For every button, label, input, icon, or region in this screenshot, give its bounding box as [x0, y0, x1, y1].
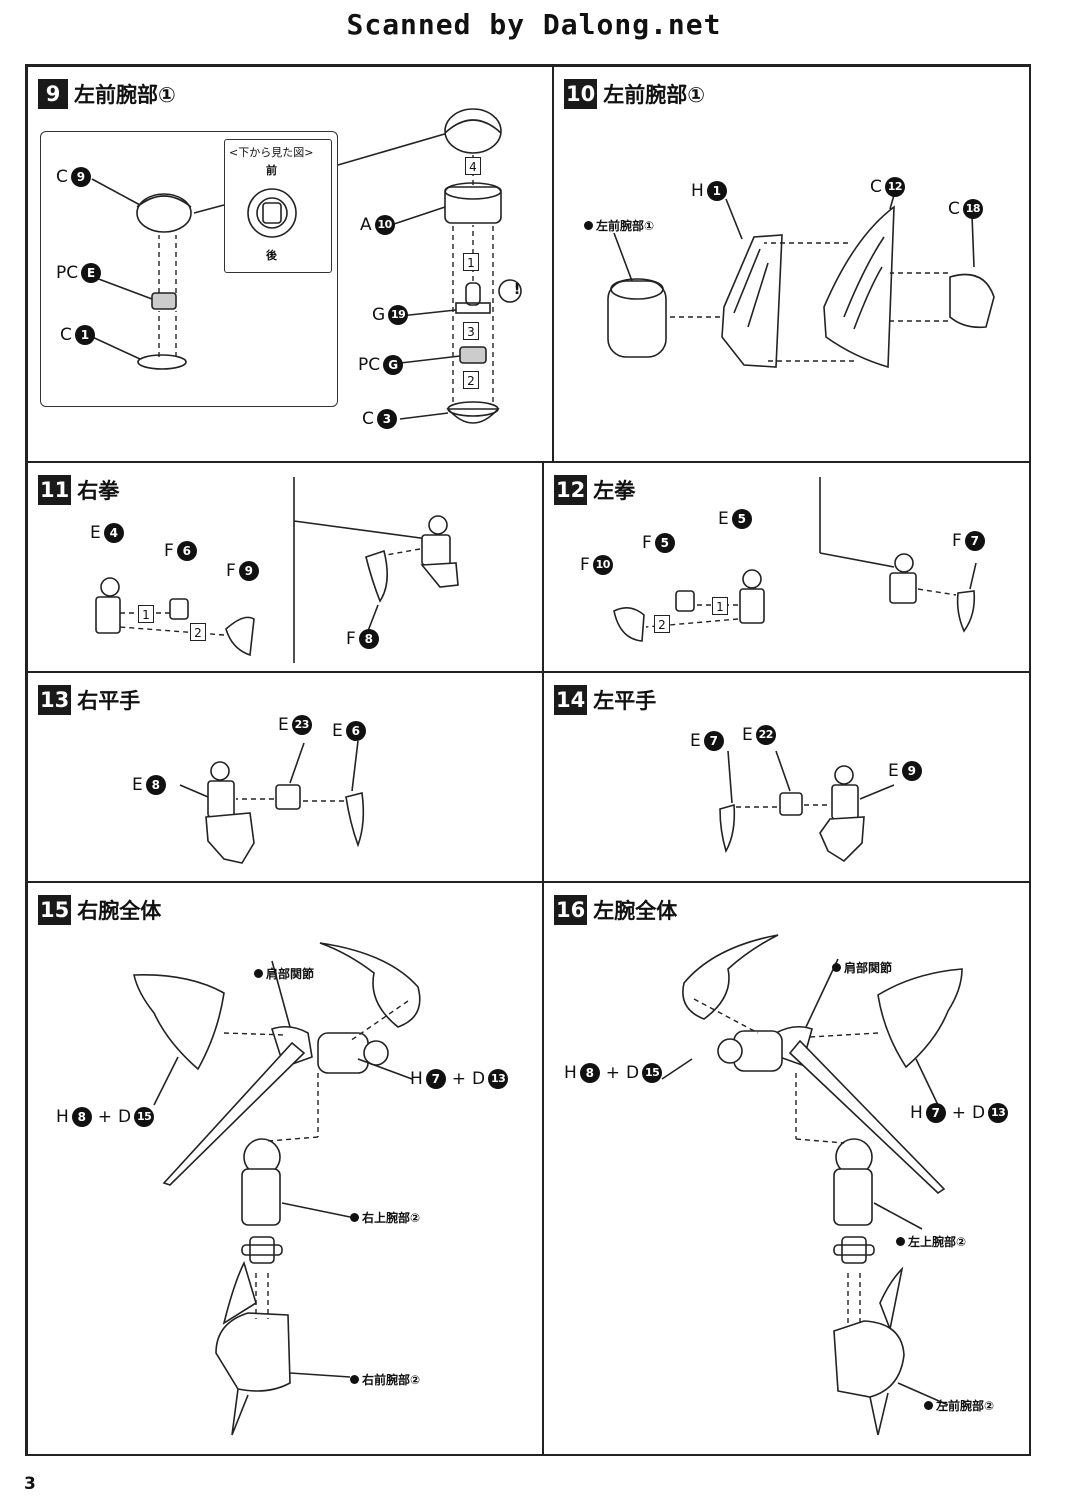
section-11-drawing — [95, 477, 459, 663]
caution-icon: ! — [513, 280, 521, 298]
section-10-drawing — [607, 194, 995, 369]
section-11-title: 11 右拳 — [38, 475, 119, 505]
step-order-badge: 1 — [463, 253, 479, 271]
step-title: 右平手 — [77, 689, 141, 713]
assembly-ref-note: 肩部関節 — [832, 959, 892, 976]
assembly-ref-note: 左前腕部① — [584, 217, 654, 234]
step-number: 15 — [38, 895, 72, 925]
section-16: 16 左腕全体 — [543, 882, 1031, 1456]
section-13-drawing — [179, 740, 365, 864]
section-15-drawing — [133, 942, 421, 1436]
step-title: 右拳 — [77, 479, 120, 503]
section-9-title: 9 左前腕部① — [38, 79, 176, 109]
step-title: 右腕全体 — [77, 899, 162, 923]
step-title: 左拳 — [593, 479, 636, 503]
section-9-drawing — [87, 108, 522, 424]
back-label: 後 — [266, 249, 277, 262]
step-order-badge: 4 — [465, 157, 481, 175]
section-15: 15 右腕全体 — [27, 882, 543, 1456]
step-order-badge: 2 — [654, 615, 670, 633]
page-number: 3 — [24, 1474, 36, 1494]
step-title: 左腕全体 — [593, 899, 678, 923]
scanner-watermark: Scanned by Dalong.net — [346, 8, 722, 41]
section-15-title: 15 右腕全体 — [38, 895, 161, 925]
step-number: 9 — [38, 79, 68, 109]
section-16-drawing — [661, 934, 963, 1436]
step-number: 13 — [38, 685, 72, 715]
assembly-ref-note: 右前腕部② — [350, 1371, 420, 1388]
assembly-ref-note: 肩部関節 — [254, 965, 314, 982]
step-order-badge: 2 — [190, 623, 206, 641]
section-16-title: 16 左腕全体 — [554, 895, 677, 925]
step-number: 14 — [554, 685, 588, 715]
bottom-view-caption: <下から見た図> — [229, 146, 314, 159]
assembly-ref-note: 左前腕部② — [924, 1397, 994, 1414]
step-order-badge: 3 — [463, 322, 479, 340]
section-10-title: 10 左前腕部① — [564, 79, 705, 109]
step-title: 左平手 — [593, 689, 657, 713]
section-12-drawing — [613, 477, 977, 642]
assembly-ref-note: 左上腕部② — [896, 1233, 966, 1250]
step-order-badge: 2 — [463, 371, 479, 389]
step-title: 左前腕部① — [74, 83, 176, 107]
detail-inset — [40, 131, 338, 407]
step-order-badge: 1 — [138, 605, 154, 623]
step-number: 16 — [554, 895, 588, 925]
instruction-grid: 9 左前腕部① <下から見た図> 前 後 — [25, 64, 1031, 1456]
step-number: 12 — [554, 475, 588, 505]
bottom-view-inset — [224, 139, 332, 273]
front-label: 前 — [266, 164, 277, 177]
section-12-title: 12 左拳 — [554, 475, 635, 505]
section-13-title: 13 右平手 — [38, 685, 140, 715]
step-title: 左前腕部① — [603, 83, 706, 107]
assembly-ref-note: 右上腕部② — [350, 1209, 420, 1226]
step-number: 11 — [38, 475, 72, 505]
section-14-drawing — [719, 750, 895, 863]
step-order-badge: 1 — [712, 597, 728, 615]
section-14-title: 14 左平手 — [554, 685, 656, 715]
section-10: 10 左前腕部① — [553, 66, 1031, 462]
step-number: 10 — [564, 79, 598, 109]
section-9: 9 左前腕部① <下から見た図> 前 後 — [27, 66, 553, 462]
